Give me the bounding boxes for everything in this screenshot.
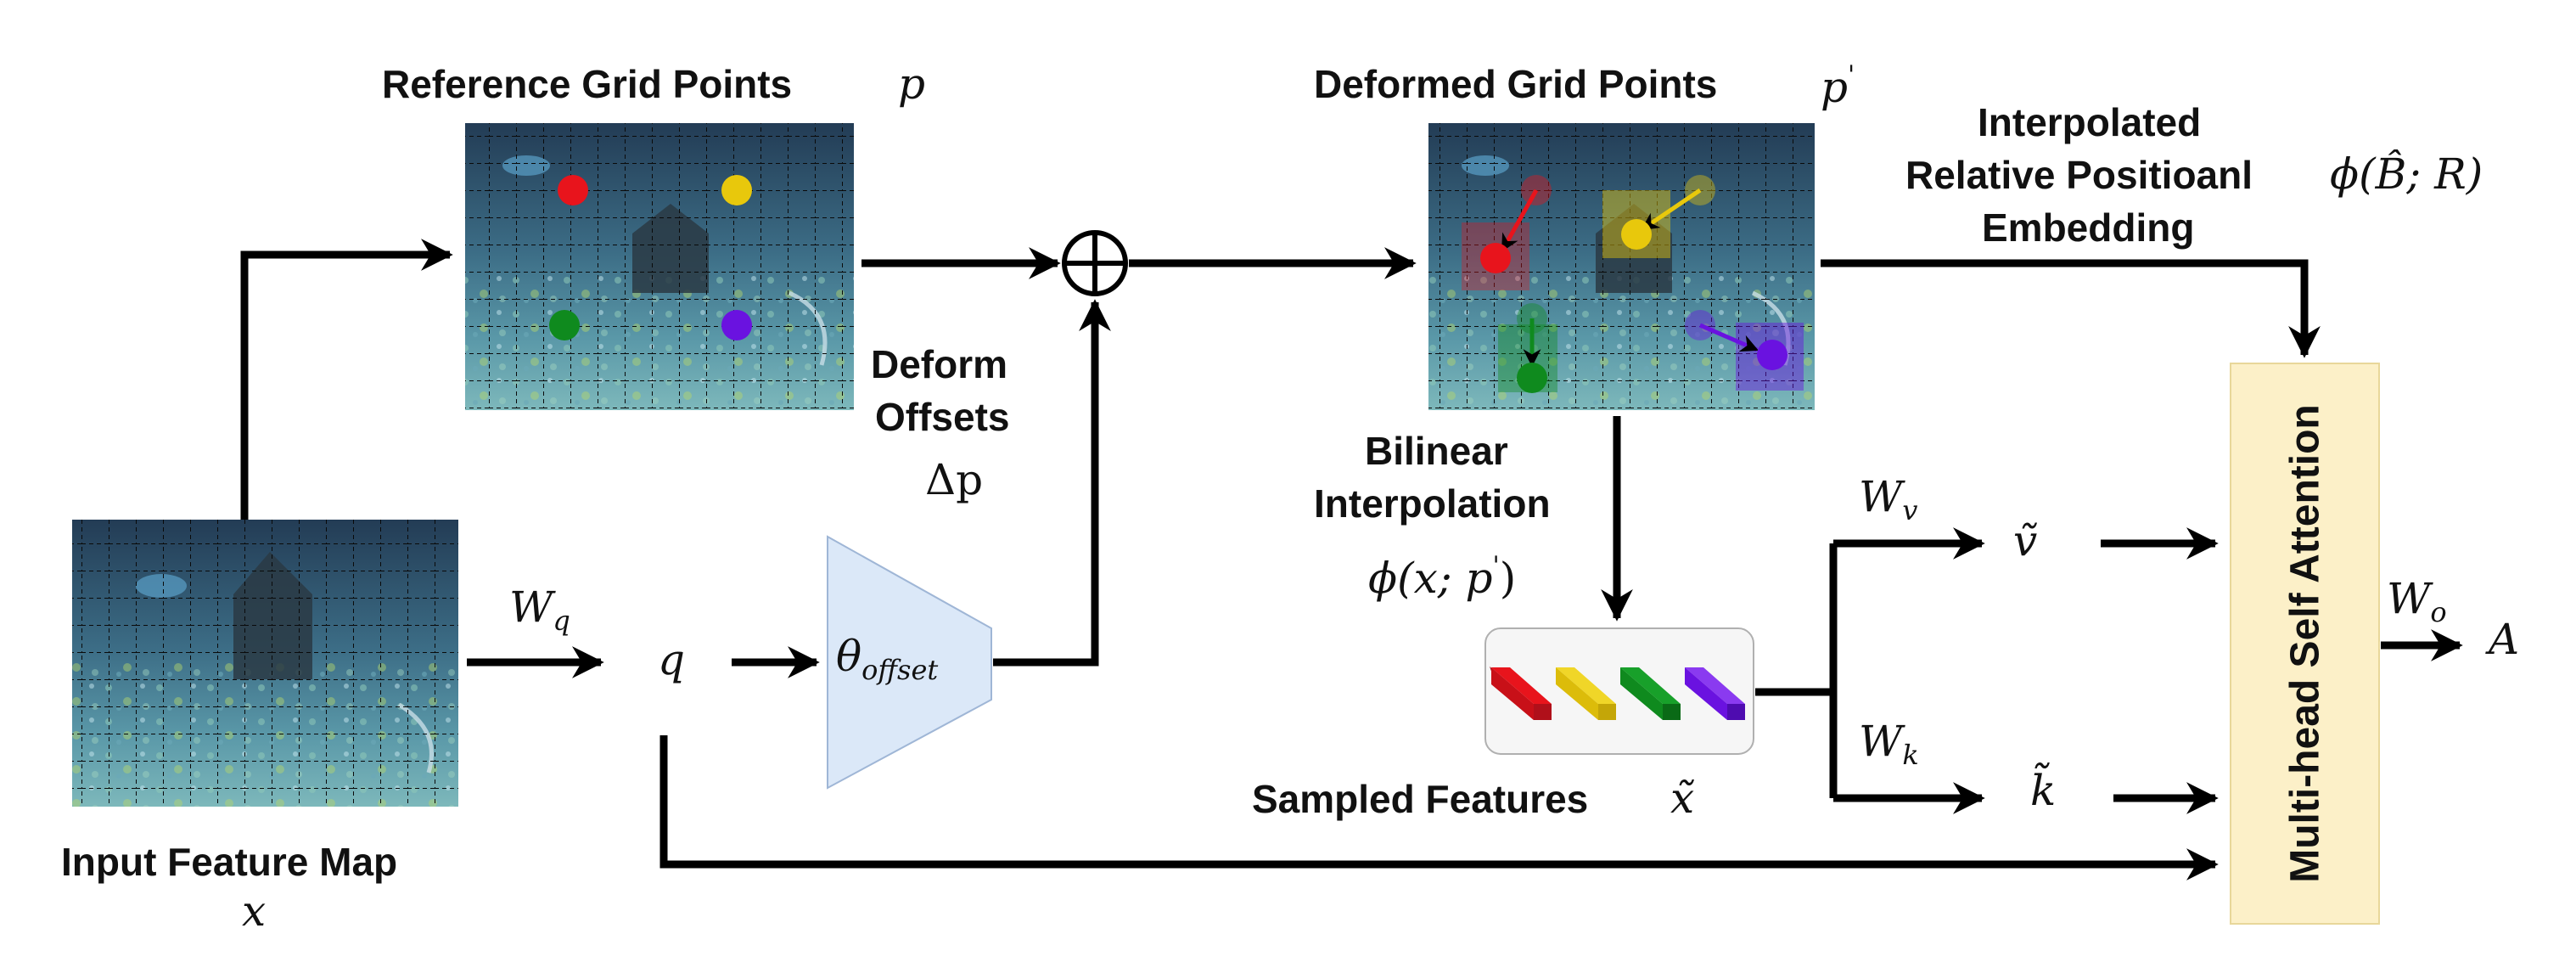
symbol-k-tilde: k̃ bbox=[2030, 766, 2057, 815]
symbol-p: p bbox=[898, 59, 926, 109]
arrow-input-to-reference bbox=[240, 239, 453, 520]
deformed-grid-title: Deformed Grid Points bbox=[1314, 62, 1718, 106]
interpolated-label-line3: Embedding bbox=[1982, 205, 2195, 250]
symbol-W-o: Wo bbox=[2387, 574, 2447, 628]
feature-block-green bbox=[1620, 667, 1681, 720]
deformed-point-green bbox=[1517, 363, 1547, 393]
symbol-W-k: Wk bbox=[1859, 717, 1919, 771]
symbol-v-tilde: ṽ bbox=[2013, 516, 2038, 565]
reference-point-yellow bbox=[721, 175, 752, 205]
symbol-delta-p: Δp bbox=[925, 455, 984, 504]
reference-grid-title: Reference Grid Points bbox=[382, 62, 793, 106]
symbol-phi-bilinear: ϕ(x; p') bbox=[1368, 551, 1517, 603]
reference-point-green bbox=[549, 310, 580, 340]
symbol-phi-embedding: ϕ(B̂; R) bbox=[2330, 149, 2483, 199]
interpolated-label-line2: Relative Positioanl bbox=[1905, 153, 2253, 197]
symbol-x-tilde: x̃ bbox=[1670, 774, 1695, 823]
feature-block-red bbox=[1490, 667, 1552, 720]
deformed-grid-image bbox=[1428, 123, 1815, 410]
bilinear-line1: Bilinear bbox=[1365, 429, 1508, 473]
input-feature-map-image bbox=[72, 520, 458, 807]
symbol-theta-offset: θoffset bbox=[836, 632, 939, 686]
arrow-deformed-to-mhsa bbox=[1821, 259, 2321, 358]
reference-grid-image bbox=[465, 123, 854, 410]
deformed-point-yellow bbox=[1621, 219, 1652, 250]
feature-block-yellow bbox=[1556, 667, 1616, 720]
sampled-feature-blocks bbox=[1490, 667, 1745, 720]
bilinear-line2: Interpolation bbox=[1314, 481, 1551, 526]
sum-node bbox=[1062, 230, 1128, 296]
interpolated-label-line1: Interpolated bbox=[1978, 100, 2202, 144]
symbol-W-q: Wq bbox=[509, 582, 570, 637]
arrow-q-to-mhsa bbox=[659, 735, 2219, 881]
mhsa-label: Multi-head Self Attention bbox=[2282, 404, 2328, 883]
deform-offsets-line1: Deform bbox=[871, 342, 1008, 386]
symbol-q: q bbox=[658, 635, 686, 684]
feature-block-purple bbox=[1685, 667, 1745, 720]
input-feature-map-label: Input Feature Map bbox=[61, 840, 398, 884]
reference-point-purple bbox=[721, 310, 752, 340]
sampled-features-label: Sampled Features bbox=[1252, 777, 1589, 821]
symbol-A: A bbox=[2489, 615, 2520, 664]
offset-network-shape bbox=[827, 535, 992, 790]
symbol-x: x bbox=[242, 886, 267, 936]
connectors bbox=[240, 239, 2463, 881]
arrow-sampled-split bbox=[1755, 543, 1838, 798]
symbol-p-prime: p' bbox=[1821, 60, 1855, 112]
symbol-W-v: Wv bbox=[1859, 472, 1918, 526]
deformed-point-purple bbox=[1757, 340, 1787, 370]
mhsa-block bbox=[2230, 363, 2380, 925]
reference-point-red bbox=[558, 175, 588, 205]
arrow-offset-to-sum bbox=[993, 299, 1111, 667]
deformed-point-red bbox=[1480, 243, 1511, 273]
deform-offsets-line2: Offsets bbox=[875, 395, 1010, 439]
sampled-features-box bbox=[1484, 627, 1754, 755]
